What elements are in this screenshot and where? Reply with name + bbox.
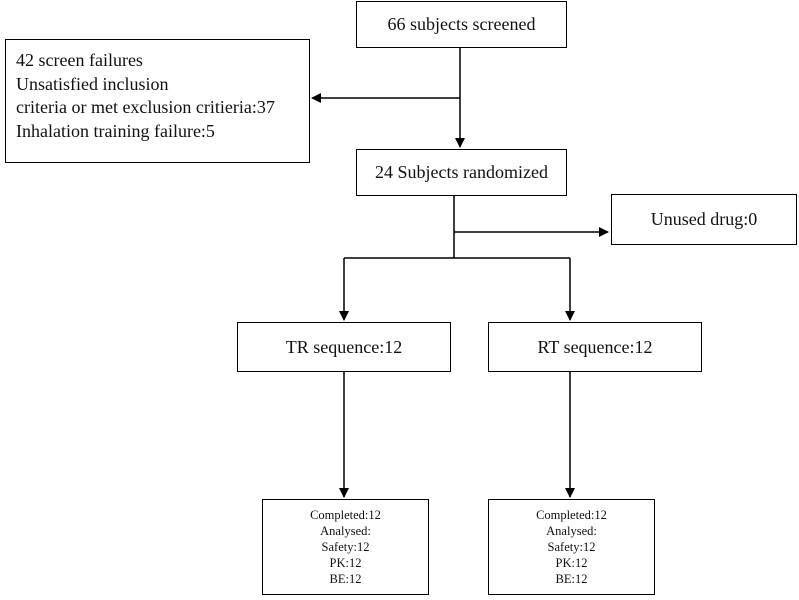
rt-result-line: PK:12 xyxy=(555,556,588,570)
tr-result-line: Completed:12 xyxy=(310,508,381,522)
rt-sequence-label: RT sequence:12 xyxy=(537,336,653,357)
subjects-screened-label: 66 subjects screened xyxy=(387,14,536,34)
subjects-screened-box: 66 subjects screened xyxy=(356,1,567,48)
subjects-randomized-label: 24 Subjects randomized xyxy=(375,162,548,182)
tr-result-line: Safety:12 xyxy=(321,540,370,554)
screen-failures-box: 42 screen failures Unsatisfied inclusion… xyxy=(5,39,310,163)
tr-result-line: PK:12 xyxy=(329,556,362,570)
failures-line: criteria or met exclusion critieria:37 xyxy=(16,97,275,117)
tr-sequence-box: TR sequence:12 xyxy=(237,322,451,372)
rt-result-line: Safety:12 xyxy=(547,540,596,554)
failures-line: Unsatisfied inclusion xyxy=(16,73,169,94)
tr-sequence-label: TR sequence:12 xyxy=(285,336,403,357)
tr-result-line: BE:12 xyxy=(329,572,362,586)
rt-sequence-box: RT sequence:12 xyxy=(488,322,702,372)
rt-result-line: Completed:12 xyxy=(536,508,607,522)
failures-line: Inhalation training failure:5 xyxy=(16,120,215,141)
rt-result-line: BE:12 xyxy=(555,572,588,586)
subjects-randomized-box: 24 Subjects randomized xyxy=(356,149,567,196)
tr-result-line: Analysed: xyxy=(320,524,371,538)
rt-result-line: Analysed: xyxy=(546,524,597,538)
rt-results-box: Completed:12 Analysed: Safety:12 PK:12 B… xyxy=(488,499,655,595)
failures-line: 42 screen failures xyxy=(16,50,143,70)
unused-drug-label: Unused drug:0 xyxy=(650,209,758,229)
tr-results-box: Completed:12 Analysed: Safety:12 PK:12 B… xyxy=(262,499,429,595)
unused-drug-box: Unused drug:0 xyxy=(611,194,797,245)
